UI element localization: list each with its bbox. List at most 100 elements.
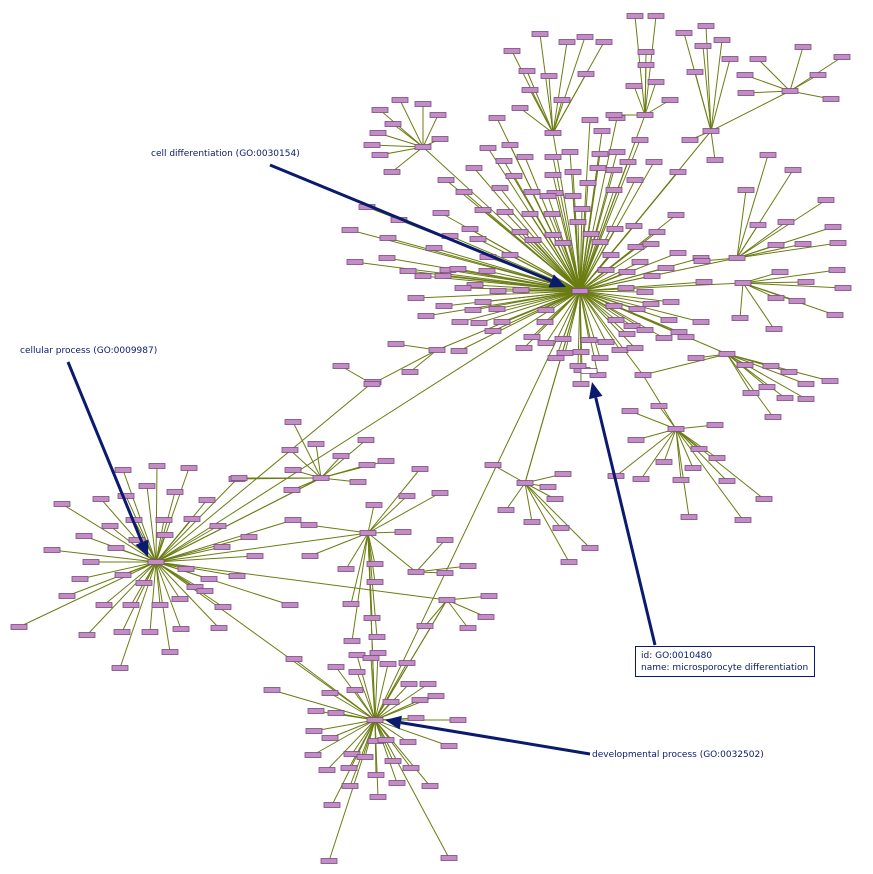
graph-node[interactable] bbox=[428, 347, 446, 353]
graph-node[interactable] bbox=[627, 437, 645, 443]
graph-node[interactable] bbox=[561, 149, 579, 155]
graph-node[interactable] bbox=[459, 563, 477, 569]
graph-node[interactable] bbox=[414, 144, 432, 150]
graph-node[interactable] bbox=[407, 715, 425, 721]
graph-node[interactable] bbox=[141, 629, 159, 635]
graph-node[interactable] bbox=[736, 72, 754, 78]
selected-node[interactable] bbox=[580, 368, 598, 374]
graph-node[interactable] bbox=[284, 419, 302, 425]
graph-node[interactable] bbox=[114, 467, 132, 473]
graph-node[interactable] bbox=[449, 266, 467, 272]
graph-node[interactable] bbox=[186, 584, 204, 590]
graph-node[interactable] bbox=[489, 288, 507, 294]
graph-node[interactable] bbox=[474, 299, 492, 305]
graph-node[interactable] bbox=[382, 699, 400, 705]
graph-node[interactable] bbox=[554, 471, 572, 477]
graph-node[interactable] bbox=[834, 285, 852, 291]
graph-node[interactable] bbox=[544, 154, 562, 160]
graph-node[interactable] bbox=[643, 273, 661, 279]
graph-node[interactable] bbox=[451, 319, 469, 325]
graph-node[interactable] bbox=[461, 226, 479, 232]
graph-node[interactable] bbox=[488, 306, 506, 312]
graph-node[interactable] bbox=[521, 87, 539, 93]
graph-node[interactable] bbox=[400, 681, 418, 687]
graph-node[interactable] bbox=[680, 514, 698, 520]
graph-node[interactable] bbox=[114, 572, 132, 578]
graph-node[interactable] bbox=[829, 240, 847, 246]
graph-node[interactable] bbox=[784, 167, 802, 173]
graph-node[interactable] bbox=[556, 350, 574, 356]
graph-node[interactable] bbox=[391, 97, 409, 103]
graph-node[interactable] bbox=[634, 372, 652, 378]
graph-node[interactable] bbox=[582, 231, 600, 237]
graph-node[interactable] bbox=[564, 169, 582, 175]
graph-node[interactable] bbox=[366, 579, 384, 585]
graph-node[interactable] bbox=[411, 466, 429, 472]
graph-node[interactable] bbox=[425, 245, 443, 251]
graph-node[interactable] bbox=[605, 112, 623, 118]
graph-node[interactable] bbox=[493, 319, 511, 325]
graph-node[interactable] bbox=[82, 559, 100, 565]
graph-node[interactable] bbox=[343, 638, 361, 644]
graph-node[interactable] bbox=[148, 463, 166, 469]
graph-node[interactable] bbox=[621, 408, 639, 414]
graph-node[interactable] bbox=[466, 282, 484, 288]
graph-node[interactable] bbox=[53, 501, 71, 507]
graph-node[interactable] bbox=[421, 783, 439, 789]
graph-node[interactable] bbox=[340, 765, 358, 771]
graph-node[interactable] bbox=[667, 426, 685, 432]
graph-node[interactable] bbox=[307, 441, 325, 447]
graph-node[interactable] bbox=[577, 71, 595, 77]
graph-node[interactable] bbox=[411, 697, 429, 703]
graph-node[interactable] bbox=[107, 545, 125, 551]
graph-node[interactable] bbox=[312, 475, 330, 481]
graph-node[interactable] bbox=[369, 650, 387, 656]
graph-node[interactable] bbox=[824, 224, 842, 230]
graph-node[interactable] bbox=[672, 477, 690, 483]
graph-node[interactable] bbox=[515, 345, 533, 351]
graph-node[interactable] bbox=[536, 319, 554, 325]
graph-node[interactable] bbox=[469, 236, 487, 242]
graph-node[interactable] bbox=[321, 690, 339, 696]
graph-node[interactable] bbox=[524, 237, 542, 243]
graph-node[interactable] bbox=[681, 137, 699, 143]
graph-node[interactable] bbox=[78, 632, 96, 638]
graph-node[interactable] bbox=[591, 355, 609, 361]
graph-node[interactable] bbox=[348, 669, 366, 675]
graph-node[interactable] bbox=[694, 43, 712, 49]
graph-node[interactable] bbox=[758, 384, 776, 390]
graph-node[interactable] bbox=[228, 573, 246, 579]
graph-node[interactable] bbox=[505, 173, 523, 179]
graph-node[interactable] bbox=[209, 523, 227, 529]
graph-node[interactable] bbox=[399, 739, 417, 745]
graph-node[interactable] bbox=[608, 149, 626, 155]
graph-node[interactable] bbox=[776, 395, 794, 401]
graph-node[interactable] bbox=[111, 665, 129, 671]
graph-node[interactable] bbox=[589, 372, 607, 378]
graph-node[interactable] bbox=[544, 232, 562, 238]
graph-node[interactable] bbox=[518, 68, 536, 74]
graph-node[interactable] bbox=[660, 317, 678, 323]
graph-node[interactable] bbox=[762, 363, 780, 369]
graph-node[interactable] bbox=[379, 235, 397, 241]
graph-node[interactable] bbox=[465, 165, 483, 171]
graph-node[interactable] bbox=[546, 496, 564, 502]
graph-node[interactable] bbox=[327, 664, 345, 670]
graph-node[interactable] bbox=[491, 185, 509, 191]
graph-node[interactable] bbox=[366, 717, 384, 723]
graph-node[interactable] bbox=[378, 255, 396, 261]
graph-node[interactable] bbox=[427, 693, 445, 699]
graph-node[interactable] bbox=[636, 289, 654, 295]
graph-node[interactable] bbox=[155, 517, 173, 523]
graph-node[interactable] bbox=[198, 497, 216, 503]
graph-node[interactable] bbox=[320, 858, 338, 864]
graph-node[interactable] bbox=[387, 341, 405, 347]
graph-node[interactable] bbox=[642, 241, 660, 247]
graph-node[interactable] bbox=[749, 56, 767, 62]
graph-node[interactable] bbox=[669, 169, 687, 175]
graph-node[interactable] bbox=[307, 708, 325, 714]
graph-node[interactable] bbox=[362, 655, 380, 661]
graph-node[interactable] bbox=[544, 172, 562, 178]
graph-node[interactable] bbox=[117, 493, 135, 499]
graph-node[interactable] bbox=[597, 267, 615, 273]
